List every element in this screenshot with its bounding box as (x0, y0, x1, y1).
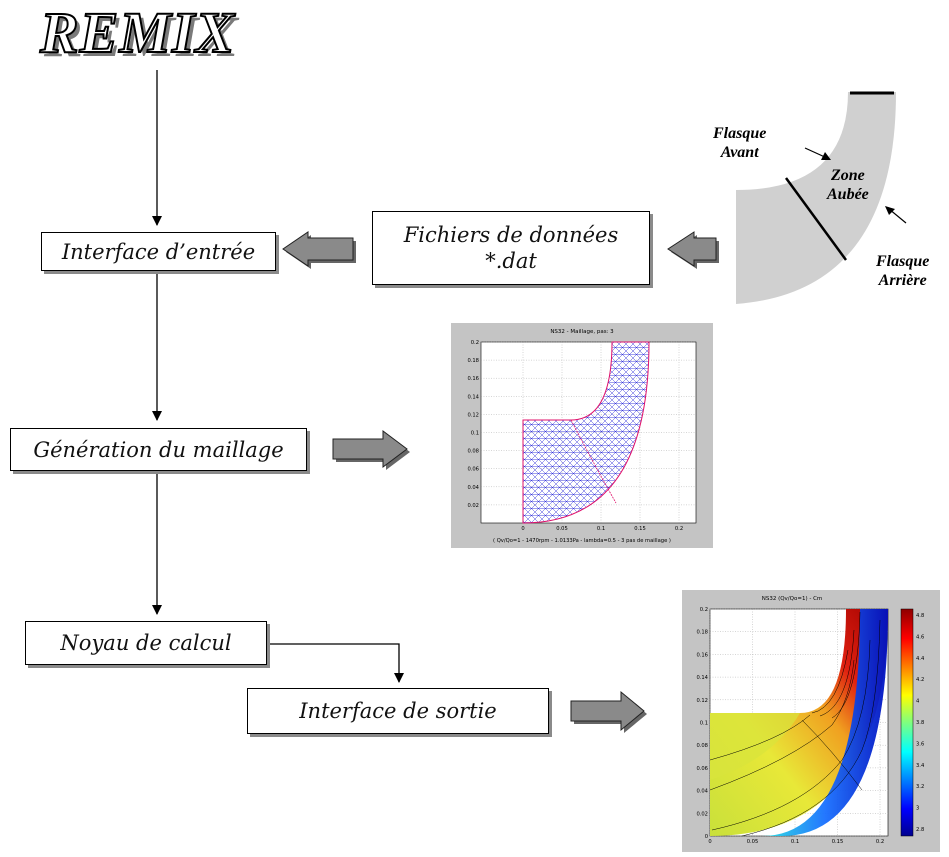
mesh-x-tick-label: 0 (521, 526, 524, 532)
result-y-tick-label: 0.04 (696, 789, 708, 795)
result-x-tick-label: 0.1 (791, 839, 799, 845)
box-input-interface: Interface d’entrée (41, 232, 276, 271)
mesh-x-tick-label: 0.15 (634, 526, 646, 532)
mesh-plot-title: NS32 - Maillage, pas: 3 (550, 329, 614, 335)
contour-lines (709, 611, 881, 837)
title-remix: REMIX (39, 0, 236, 66)
result-y-ticks: 0.2 0.18 0.16 0.14 0.12 0.1 0.08 0.06 0.04 0.02 0 (696, 607, 708, 840)
arrow-output-to-resultplot (570, 690, 647, 733)
result-plot: NS32 (Qv/Qo=1) - Cm 0.20.180.160.140.120… (696, 596, 925, 845)
result-y-tick-label: 0.14 (696, 675, 708, 681)
mesh-plot: NS32 - Maillage, pas: 3 0.20.180.160.140… (467, 329, 697, 544)
colorbar-tick-label: 3.2 (916, 784, 924, 790)
colorbar-tick-label: 3 (916, 806, 919, 812)
result-y-tick-label: 0.16 (696, 652, 708, 658)
mesh-y-tick-label: 0.12 (467, 412, 479, 418)
colorbar-tick-label: 4 (916, 699, 920, 705)
rear-flange-line1: Flasque (876, 253, 930, 270)
result-y-tick-label: 0 (705, 834, 708, 840)
colorbar-tick-label: 4.6 (916, 634, 924, 640)
data-files-line2: *.dat (485, 249, 537, 273)
mesh-y-ticks: 0.2 0.18 0.16 0.14 0.12 0.1 0.08 0.06 0.04 0.02 (467, 340, 479, 509)
box-core: Noyau de calcul (25, 621, 267, 665)
arrow-datafiles-to-input (282, 231, 356, 269)
result-y-tick-label: 0.18 (696, 630, 708, 636)
blade-line (784, 177, 848, 261)
mesh-y-tick-label: 0.04 (467, 485, 479, 491)
result-y-tick-label: 0.08 (696, 743, 708, 749)
result-y-tick-label: 0.2 (700, 607, 708, 613)
box-output-interface: Interface de sortie (247, 688, 549, 734)
colorbar-ticks: 4.8 4.6 4.4 4.2 4 3.8 3.6 3.4 3.2 3 2.8 (916, 613, 925, 833)
colorbar-tick-label: 2.8 (916, 827, 924, 833)
colorbar-tick-label: 4.2 (916, 677, 924, 683)
field-left-band (710, 713, 800, 780)
result-plot-title: NS32 (Qv/Qo=1) - Cm (762, 596, 823, 602)
result-y-tick-label: 0.12 (696, 698, 708, 704)
arrow-impeller-to-datafiles (667, 231, 719, 269)
bladed-zone-line1: Zone (831, 167, 865, 184)
result-x-ticks: 0 0.05 0.1 0.15 0.2 (708, 839, 884, 845)
mesh-plot-caption: ( Qv/Qo=1 - 1470rpm - 1.0133Pa - lambda=… (493, 538, 671, 544)
result-x-tick-label: 0.15 (832, 839, 844, 845)
result-x-tick-label: 0 (708, 839, 711, 845)
mesh-y-tick-label: 0.16 (467, 376, 479, 382)
front-flange-line2: Avant (720, 144, 759, 161)
mesh-y-tick-label: 0.14 (467, 394, 479, 400)
mesh-y-tick-label: 0.2 (471, 340, 479, 346)
mesh-y-tick-label: 0.02 (467, 503, 479, 509)
mesh-y-tick-label: 0.08 (467, 449, 479, 455)
mesh-x-tick-label: 0.05 (556, 526, 568, 532)
impeller-section (736, 91, 907, 304)
rear-flange-line2: Arrière (878, 272, 927, 289)
arrow-mesh-to-meshplot (332, 430, 410, 470)
colorbar-tick-label: 3.6 (916, 741, 924, 747)
label-rear-flange: Flasque Arrière (876, 252, 929, 290)
result-x-tick-label: 0.2 (876, 839, 884, 845)
field-rim (762, 609, 888, 836)
label-front-flange: Flasque Avant (713, 124, 766, 162)
colorbar-tick-label: 4.8 (916, 613, 924, 619)
result-x-tick-label: 0.05 (747, 839, 759, 845)
mesh-region (522, 341, 650, 524)
impeller-shape (736, 92, 896, 304)
box-data-files: Fichiers de données *.dat (372, 211, 650, 285)
mesh-y-tick-label: 0.06 (467, 467, 479, 473)
colorbar (900, 608, 914, 837)
result-y-tick-label: 0.1 (700, 721, 708, 727)
label-bladed-zone: Zone Aubée (827, 166, 869, 204)
connector-core-to-output (268, 643, 404, 683)
front-flange-line1: Flasque (713, 125, 767, 142)
colorbar-tick-label: 3.4 (916, 763, 925, 769)
mesh-x-ticks: 0 0.05 0.1 0.15 0.2 (521, 526, 683, 532)
data-files-line1: Fichiers de données (403, 223, 619, 247)
result-y-tick-label: 0.02 (696, 811, 708, 817)
mesh-x-tick-label: 0.1 (597, 526, 605, 532)
mesh-inner-boundary (570, 419, 617, 504)
bladed-zone-line2: Aubée (827, 186, 869, 203)
mesh-y-tick-label: 0.18 (467, 358, 479, 364)
box-mesh-generation: Génération du maillage (10, 428, 307, 471)
colorbar-tick-label: 4.4 (916, 656, 925, 662)
mesh-y-tick-label: 0.1 (471, 431, 479, 437)
mesh-x-tick-label: 0.2 (675, 526, 683, 532)
colorbar-tick-label: 3.8 (916, 720, 924, 726)
result-y-tick-label: 0.06 (696, 766, 708, 772)
